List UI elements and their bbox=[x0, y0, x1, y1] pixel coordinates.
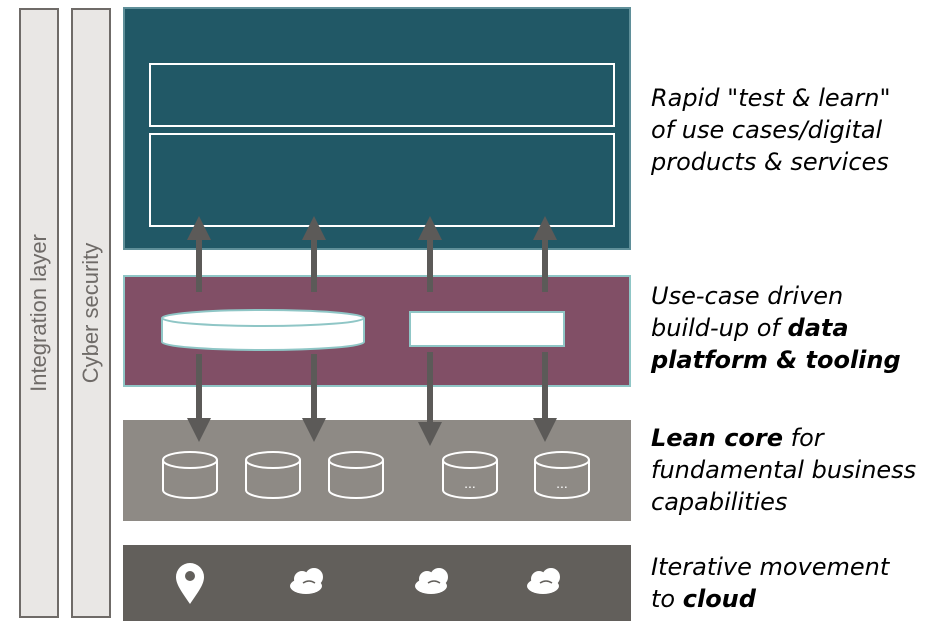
data-lake-cylinder bbox=[161, 309, 365, 351]
use-case-box-bottom bbox=[149, 133, 615, 227]
caption-lean-line2: fundamental business bbox=[651, 456, 917, 484]
digital-products-layer bbox=[123, 7, 631, 250]
caption-usecase-line1: Use-case driven bbox=[651, 282, 844, 310]
integration-layer-bar: Integration layer bbox=[19, 8, 59, 618]
database-icon-2 bbox=[245, 451, 301, 499]
down-arrows bbox=[187, 352, 557, 446]
caption-lean: Lean core for fundamental business capab… bbox=[651, 422, 916, 518]
caption-usecase-line2-pre: build-up of bbox=[651, 314, 788, 342]
caption-rapid-line2: of use cases/digital bbox=[651, 116, 883, 144]
caption-cloud-line2-bold: cloud bbox=[682, 585, 756, 613]
up-arrows bbox=[187, 216, 557, 292]
caption-cloud-line2-pre: to bbox=[651, 585, 683, 613]
caption-lean-line3: capabilities bbox=[651, 488, 788, 516]
caption-usecase-line2-bold: data bbox=[787, 314, 849, 342]
database-5-ellipsis: ... bbox=[556, 475, 568, 491]
cyber-security-bar: Cyber security bbox=[71, 8, 111, 618]
database-icon-4 bbox=[442, 451, 498, 499]
caption-lean-line1: Lean core for bbox=[651, 422, 916, 454]
caption-rapid: Rapid "test & learn" of use cases/digita… bbox=[651, 82, 891, 178]
database-icon-3 bbox=[328, 451, 384, 499]
database-icon-5 bbox=[534, 451, 590, 499]
caption-usecase: Use-case driven build-up of data platfor… bbox=[651, 280, 901, 376]
tooling-box bbox=[409, 311, 565, 347]
caption-lean-line1-bold: Lean core bbox=[651, 424, 784, 452]
caption-rapid-line3: products & services bbox=[651, 148, 889, 176]
use-case-box-top bbox=[149, 63, 615, 127]
cloud-accents bbox=[302, 580, 553, 584]
caption-usecase-line2: build-up of data bbox=[651, 312, 901, 344]
caption-cloud-line1: Iterative movement bbox=[651, 553, 890, 581]
caption-cloud-line2: to cloud bbox=[651, 583, 889, 615]
core-databases bbox=[162, 451, 590, 499]
caption-usecase-line3: platform & tooling bbox=[651, 346, 901, 374]
caption-lean-line1-post: for bbox=[783, 424, 824, 452]
location-pin-icon bbox=[176, 563, 204, 604]
caption-rapid-line1: Rapid "test & learn" bbox=[651, 84, 891, 112]
database-4-ellipsis: ... bbox=[464, 475, 476, 491]
database-icon-1 bbox=[162, 451, 218, 499]
caption-cloud: Iterative movement to cloud bbox=[651, 551, 889, 615]
